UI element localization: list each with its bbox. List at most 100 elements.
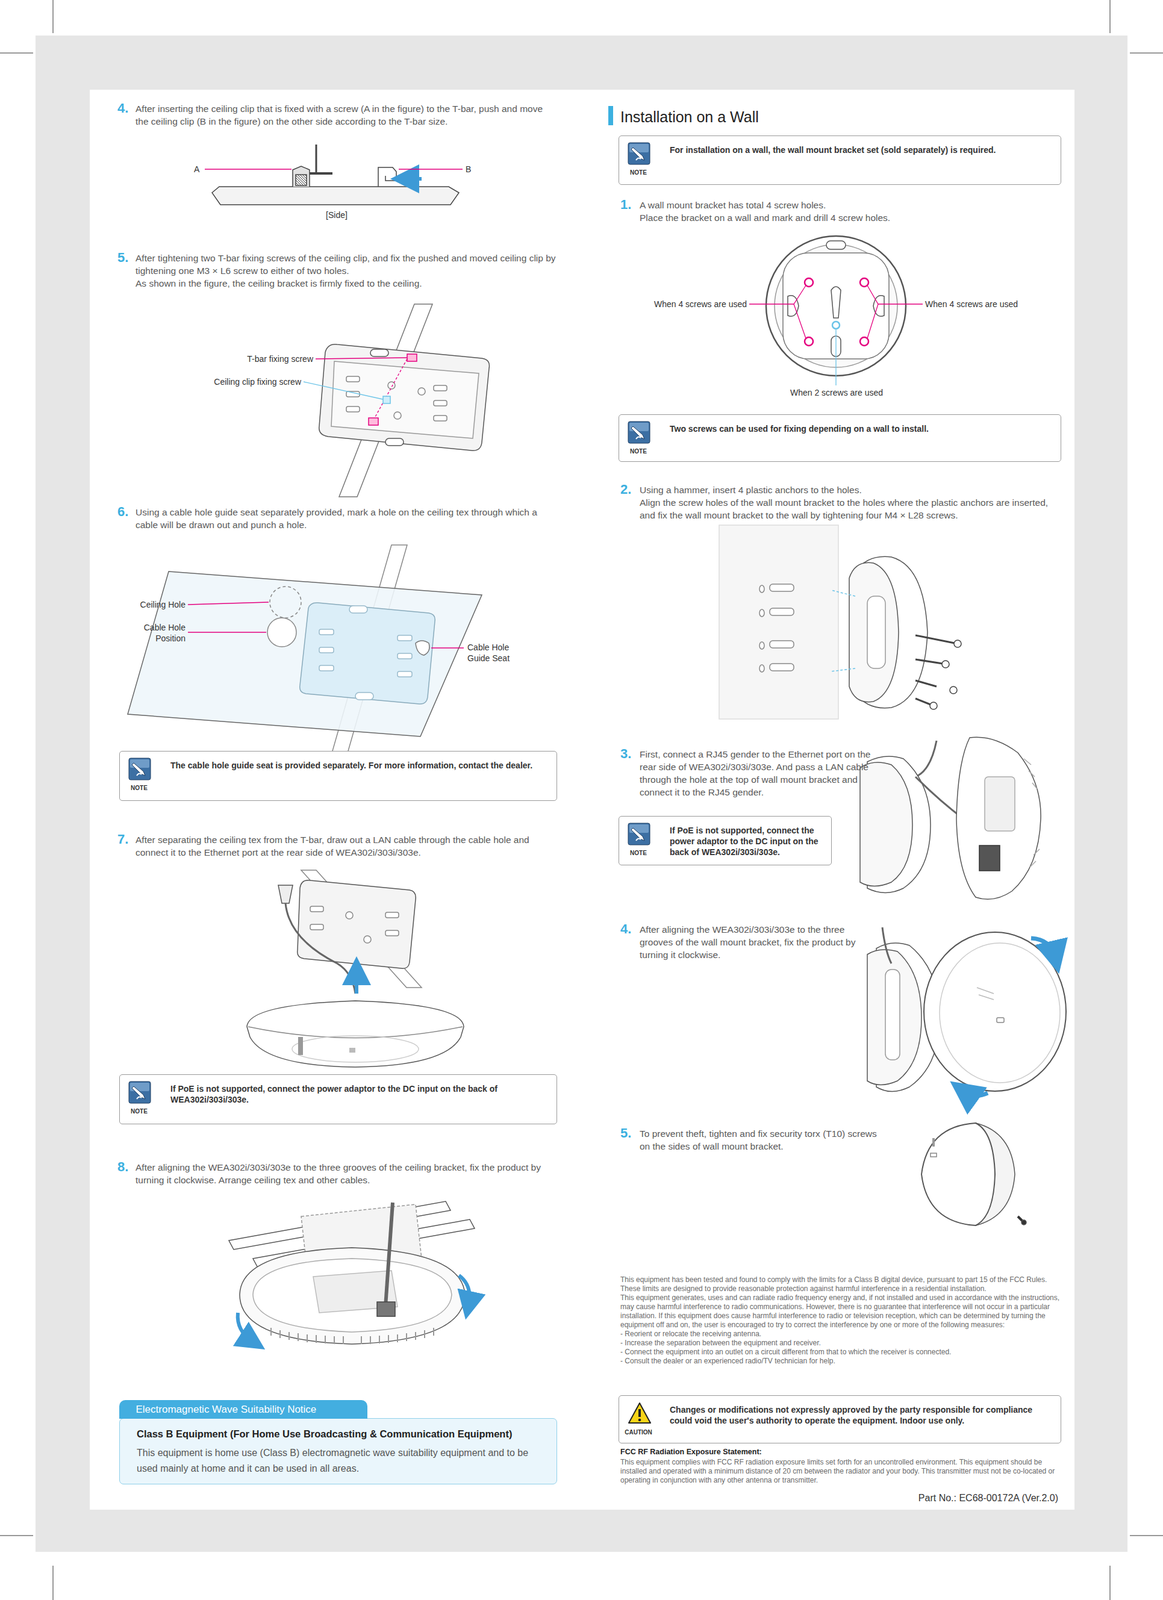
ap-ceiling-connect-figure <box>285 903 356 994</box>
ceiling-bracket-figure <box>433 400 447 406</box>
ceiling-tex-figure <box>415 640 430 656</box>
ap-ceiling-mount-figure <box>458 1275 470 1306</box>
part-number: Part No.: EC68-00172A (Ver.2.0) <box>817 1492 1059 1505</box>
ap-ceiling-connect-figure <box>345 911 353 920</box>
notice-tab: Electromagnetic Wave Suitability Notice <box>119 1400 368 1419</box>
note-icon <box>128 1081 152 1104</box>
wall-anchor-figure <box>769 640 794 649</box>
part-label: Cable Hole Position <box>119 622 186 644</box>
wall-anchor-figure <box>769 584 794 592</box>
ceiling-bracket-figure <box>346 376 360 382</box>
wall-bracket-figure <box>804 337 814 346</box>
rj45-connect-figure <box>956 737 1041 900</box>
part-label: When 4 screws are used <box>925 298 1058 310</box>
wall-bracket-figure <box>826 240 846 250</box>
section-marker <box>608 106 614 126</box>
rj45-connect-figure <box>979 845 1000 871</box>
wall-ap-mount-figure <box>996 1017 1004 1023</box>
ap-ceiling-connect-figure <box>298 1037 303 1056</box>
wall-anchor-figure <box>759 609 765 617</box>
wall-ap-mount-figure <box>939 943 1061 1083</box>
ap-ceiling-mount-figure <box>271 1328 434 1345</box>
security-screw-figure <box>932 1138 935 1147</box>
wall-bracket-figure <box>832 321 840 329</box>
note-box: NOTETwo screws can be used for fixing de… <box>618 414 1062 462</box>
ceiling-tex-figure <box>397 671 412 677</box>
side-view-figure <box>204 168 463 170</box>
wall-bracket-figure <box>749 236 923 386</box>
wall-anchor-figure <box>759 584 794 673</box>
note-icon <box>128 1081 151 1104</box>
note-text: The cable hole guide seat is provided se… <box>170 751 557 771</box>
wall-ap-mount-figure <box>923 932 1067 1092</box>
rj45-connect-figure <box>1023 758 1040 868</box>
ap-ceiling-connect-figure <box>310 924 324 930</box>
print-frame <box>89 89 1075 1510</box>
step-number: 1. <box>620 197 632 213</box>
note-icon <box>631 828 645 841</box>
note-icon <box>627 142 651 166</box>
note-tag: NOTE <box>623 448 653 455</box>
wall-anchor-figure <box>849 562 899 702</box>
note-tag: NOTE <box>623 169 653 176</box>
note-tag: CAUTION <box>623 1429 653 1436</box>
ceiling-bracket-figure <box>319 344 490 451</box>
note-box: NOTEIf PoE is not supported, connect the… <box>618 816 832 866</box>
step-number: 5. <box>620 1126 632 1141</box>
ap-ceiling-mount-figure <box>377 1302 396 1317</box>
note-icon <box>628 421 650 444</box>
step-number: 3. <box>620 746 632 762</box>
ceiling-bracket-figure <box>385 438 404 446</box>
note-icon <box>628 823 650 845</box>
ceiling-tex-figure <box>397 635 412 641</box>
step-text: Place the bracket on a wall and mark and… <box>639 211 1062 225</box>
fcc-heading: FCC RF Radiation Exposure Statement: <box>620 1447 762 1457</box>
note-icon <box>128 758 151 780</box>
fcc-text: - Increase the separation between the eq… <box>620 1338 1062 1348</box>
ceiling-bracket-figure <box>346 376 447 421</box>
step-text: As shown in the figure, the ceiling brac… <box>135 277 558 290</box>
ceiling-tex-figure <box>127 571 482 737</box>
wall-ap-mount-figure <box>885 969 900 1061</box>
ceiling-bracket-figure <box>433 415 447 421</box>
rj45-connect-figure <box>984 776 1015 832</box>
note-icon <box>628 142 650 165</box>
section-heading: Installation on a Wall <box>620 107 759 127</box>
caution-icon <box>628 1403 651 1424</box>
note-tag: NOTE <box>124 1108 154 1115</box>
fcc-text: This equipment generates, uses and can r… <box>620 1293 1062 1330</box>
ceiling-tex-figure <box>397 653 412 659</box>
wall-bracket-figure <box>831 286 841 319</box>
fcc-text: - Reorient or relocate the receiving ant… <box>620 1329 1062 1339</box>
wall-anchor-figure <box>759 642 765 650</box>
rj45-connect-figure <box>860 762 913 887</box>
ap-ceiling-connect-figure <box>246 1000 464 1068</box>
ap-ceiling-mount-figure <box>239 1247 465 1345</box>
ceiling-bracket-figure <box>417 387 426 396</box>
wall-anchor-figure <box>941 660 950 668</box>
ceiling-bracket-figure <box>346 391 360 397</box>
ceiling-bracket-figure <box>368 417 379 426</box>
note-icon <box>636 436 641 440</box>
wall-ap-mount-figure <box>1031 938 1056 958</box>
note-icon <box>627 420 651 444</box>
wall-anchor-figure <box>759 585 765 593</box>
view-caption: [Side] <box>312 209 361 221</box>
fcc-text: This equipment has been tested and found… <box>620 1275 1062 1294</box>
note-icon <box>631 426 645 440</box>
wall-anchor-figure <box>719 525 962 720</box>
rj45-connect-figure <box>1023 758 1040 868</box>
side-view-figure <box>292 166 310 187</box>
wall-anchor-figure <box>719 525 839 720</box>
note-tag: NOTE <box>623 849 653 857</box>
note-text: For installation on a wall, the wall mou… <box>669 136 1061 156</box>
wall-anchor-figure <box>831 590 856 672</box>
ceiling-tex-figure <box>269 586 302 618</box>
step-text: After separating the ceiling tex from th… <box>135 833 558 859</box>
fcc-text: - Consult the dealer or an experienced r… <box>620 1356 1062 1366</box>
side-view-figure <box>212 186 459 205</box>
note-tag: NOTE <box>124 784 154 792</box>
step-number: 2. <box>620 482 632 497</box>
